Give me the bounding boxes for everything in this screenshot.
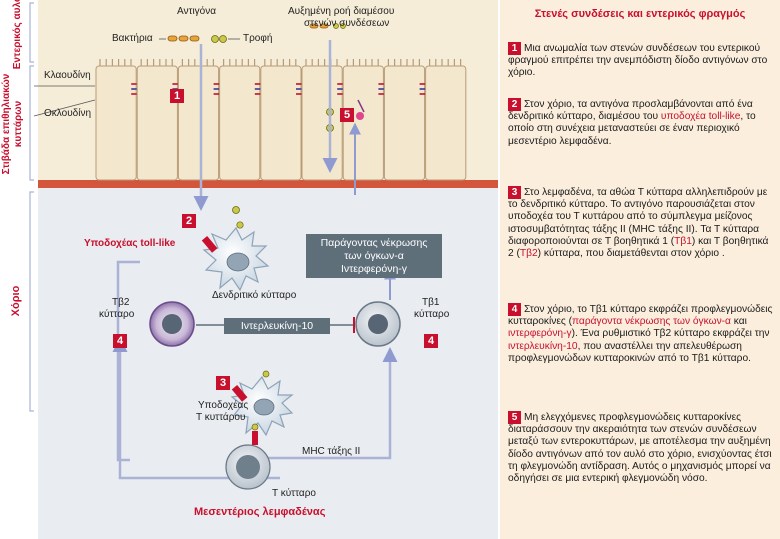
highlighted-term: υποδοχέα toll-like — [660, 111, 741, 123]
cytokines-box-line3: Ιντερφερόνη-γ — [340, 263, 408, 275]
epithelial-cell — [95, 65, 137, 181]
lumen-bracket — [29, 2, 34, 63]
label-food: Τροφή — [243, 33, 273, 44]
epithelial-cell — [177, 65, 220, 181]
label-dendritic-cell: Δενδριτικό κύτταρο — [212, 290, 297, 301]
badge-4-th2: 4 — [113, 334, 127, 348]
panel-text: , το οποίο στη συνέχεια μεταναστεύει σε … — [508, 111, 756, 147]
highlighted-term: ιντερλευκίνη-10 — [508, 340, 578, 352]
panel-item-number: 4 — [508, 303, 521, 316]
epithelial-cell — [219, 65, 261, 181]
label-bacteria: Βακτήρια — [112, 33, 153, 44]
epithelial-cell — [383, 65, 426, 181]
dendritic-cell — [201, 221, 270, 292]
dendritic-cell-lymph — [230, 370, 294, 437]
badge-4-th1: 4 — [424, 334, 438, 348]
label-th1-2: κύτταρο — [414, 309, 450, 320]
epithelium-bracket — [29, 65, 34, 181]
chorion-bracket — [29, 191, 34, 412]
label-toll-receptor: Υποδοχέας toll-like — [84, 238, 176, 249]
label-mhc: MHC τάξης II — [302, 446, 361, 457]
cytokines-box-line1: Παράγοντας νέκρωσης — [320, 237, 428, 249]
panel-title: Στενές συνδέσεις και εντερικός φραγμός — [534, 8, 746, 20]
label-th2-1: Τβ2 — [112, 297, 130, 308]
t-cell — [225, 423, 271, 490]
panel-text: ). Ένα ρυθμιστικό Τβ2 κύτταρο εκφράζει τ… — [571, 328, 770, 340]
label-th2-2: κύτταρο — [99, 309, 135, 320]
cytokines-box-line2: των όγκων-α — [344, 250, 404, 262]
epithelial-cell — [136, 65, 178, 181]
th1-cell — [355, 301, 401, 347]
il10-box: Ιντερλευκίνη-10 — [224, 318, 330, 334]
dc-to-lymph-arrow — [116, 260, 140, 462]
panel-text: και — [730, 316, 747, 328]
panel-text: ) και Τ βοηθητικά 2 ( — [508, 235, 769, 260]
highlighted-term: παράγοντα νέκρωσης των όγκων-α — [572, 316, 731, 328]
badge-5: 5 — [340, 108, 354, 122]
label-increased-flow-1: Αυξημένη ροή διαμέσου — [288, 6, 395, 17]
cytokines-box: Παράγοντας νέκρωσης των όγκων-α Ιντερφερ… — [306, 234, 442, 278]
basement-membrane — [38, 180, 498, 188]
epithelial-cell — [342, 65, 384, 181]
badge-1: 1 — [170, 89, 184, 103]
explanation-panel — [500, 0, 780, 539]
highlighted-term: ιντερφερόνη-γ — [508, 328, 572, 340]
panel-item-number: 1 — [508, 42, 521, 55]
antigen-particles — [159, 35, 240, 43]
panel-item-number: 3 — [508, 186, 521, 199]
label-t-cell: Τ κύτταρο — [272, 488, 316, 499]
panel-text: Μια ανωμαλία των στενών συνδέσεων του εν… — [508, 43, 768, 79]
panel-text: Στον χόριο, το Τβ1 κύτταρο εκφράζει προφ… — [508, 304, 773, 328]
badge-3: 3 — [216, 376, 230, 390]
panel-text: Στο λεμφαδένα, τα αθώα Τ κύτταρα αλληλεπ… — [508, 187, 768, 247]
epithelial-cells — [95, 59, 467, 181]
label-lymph-node: Μεσεντέριος λεμφαδένας — [194, 506, 326, 518]
th2-cell — [149, 301, 195, 347]
label-epithelium: Στιβάδα επιθηλιακών κυττάρων — [1, 73, 24, 175]
damaged-junction — [356, 99, 365, 120]
label-th1-1: Τβ1 — [422, 297, 440, 308]
panel-text: Μη ελεγχόμενες προφλεγμονώδεις κυτταροκί… — [508, 412, 772, 485]
epithelial-cell — [425, 65, 467, 181]
highlighted-term: Τβ2 — [519, 248, 538, 260]
epithelial-cell — [301, 65, 343, 181]
badge-2: 2 — [182, 214, 196, 228]
panel-item-number: 5 — [508, 411, 521, 424]
label-increased-flow-2: στενών συνδέσεων — [304, 18, 390, 29]
highlighted-term: Τβ1 — [674, 235, 692, 247]
panel-text: Στον χόριο, τα αντιγόνα προσλαμβάνονται … — [508, 99, 753, 123]
lymph-loop — [118, 360, 392, 480]
label-antigens: Αντιγόνα — [177, 6, 217, 17]
label-tcr-1: Υποδοχέας — [198, 400, 249, 411]
panel-item-number: 2 — [508, 98, 521, 111]
panel-text: , που αναστέλλει την απελευθέρωση προφλε… — [508, 340, 751, 364]
panel-text: ) κύτταρα, που διαμετάθενται στον χόριο … — [537, 248, 725, 260]
label-tcr-2: Τ κυττάρου — [196, 412, 246, 423]
label-claudin: Κλαουδίνη — [44, 70, 91, 81]
label-occludin: Οκλουδίνη — [44, 108, 92, 119]
epithelial-cell — [260, 65, 302, 181]
label-chorion: Χόριο — [10, 285, 22, 317]
